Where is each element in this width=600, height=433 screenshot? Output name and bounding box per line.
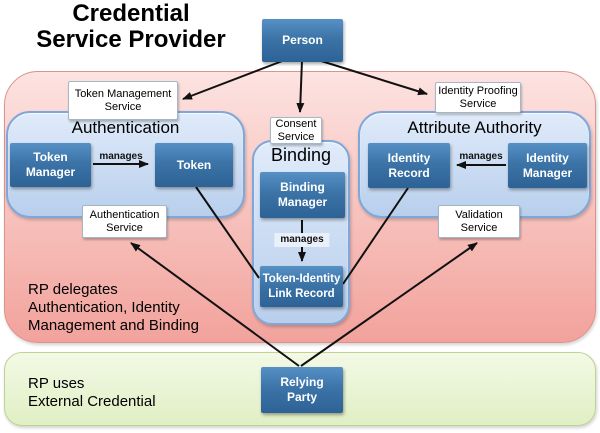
binding-manager-node: Binding Manager [260, 172, 345, 218]
identity-proofing-service-box: Identity Proofing Service [435, 82, 521, 113]
validation-service-box: Validation Service [438, 205, 520, 238]
consent-service-box: Consent Service [270, 117, 322, 144]
manages-label-token: manages [99, 151, 143, 162]
relying-party-node: Relying Party [261, 367, 343, 413]
binding-title: Binding [270, 145, 332, 165]
authentication-service-box: Authentication Service [82, 205, 167, 238]
rp-uses-note: RP uses External Credential [28, 375, 156, 410]
token-management-service-box: Token Management Service [68, 81, 178, 120]
person-node: Person [262, 19, 343, 62]
identity-record-node: Identity Record [368, 143, 450, 188]
manages-label-identity: manages [459, 151, 503, 162]
manages-label-binding: manages [274, 233, 330, 247]
identity-manager-node: Identity Manager [508, 143, 587, 188]
authentication-title: Authentication [71, 118, 180, 137]
token-manager-node: Token Manager [10, 143, 91, 187]
attribute-authority-title: Attribute Authority [407, 118, 542, 137]
diagram-title: Credential Service Provider [36, 0, 226, 53]
rp-delegates-note: RP delegates Authentication, Identity Ma… [28, 281, 199, 334]
token-node: Token [155, 143, 233, 187]
token-identity-link-record-node: Token-Identity Link Record [260, 266, 343, 307]
